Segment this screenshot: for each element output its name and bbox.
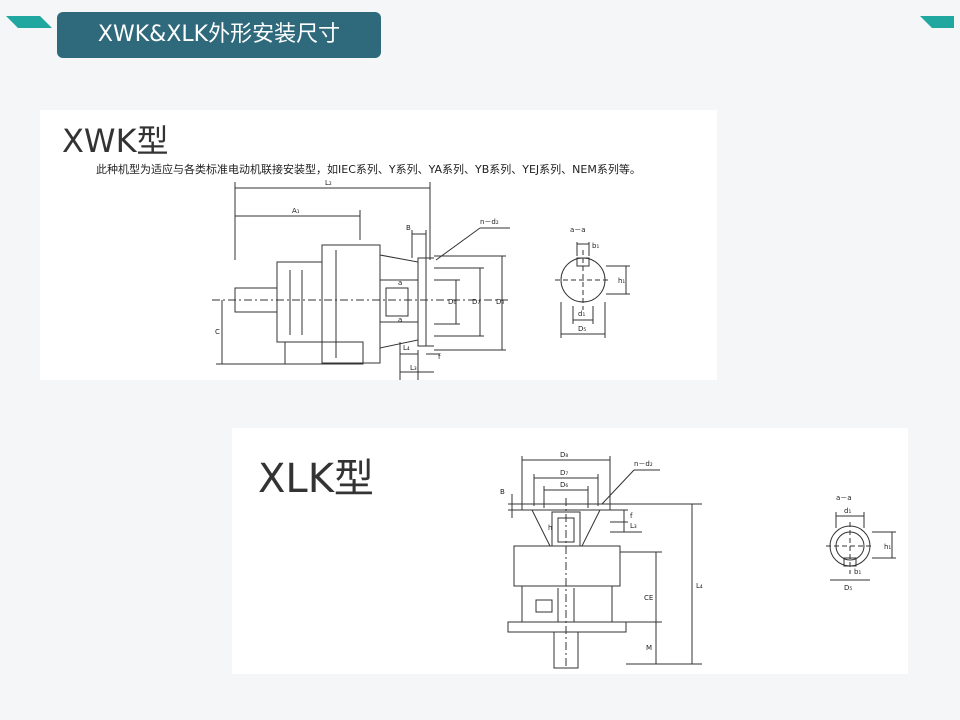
- xlk-label-d1: d₁: [844, 507, 851, 515]
- xwk-label-c: C: [215, 328, 220, 336]
- xlk-label-d7: D₇: [560, 469, 568, 477]
- xlk-label-f: f: [630, 512, 633, 520]
- xlk-label-b: B: [500, 488, 505, 496]
- xlk-label-n-d2: n－d₂: [634, 460, 653, 468]
- xwk-label-b: B: [406, 224, 411, 232]
- corner-accent-left-icon: [6, 16, 52, 28]
- xlk-drawing-panel: XLK型: [232, 428, 908, 674]
- xwk-drawing-panel: XWK型 此种机型为适应与各类标准电动机联接安装型，如IEC系列、Y系列、YA系…: [40, 110, 717, 380]
- xwk-label-f: f: [438, 353, 441, 361]
- xwk-label-d8: D₈: [496, 298, 504, 306]
- xlk-label-l4: L₄: [696, 582, 703, 590]
- xwk-label-l2: L₂: [325, 179, 332, 187]
- xwk-label-h1: h₁: [618, 277, 625, 285]
- xlk-label-b1: b₁: [854, 568, 861, 576]
- xwk-label-d1: d₁: [578, 310, 585, 318]
- xwk-label-l3: L₃: [410, 364, 417, 372]
- xlk-label-ce: CE: [644, 594, 653, 602]
- xwk-technical-drawing: L₂ A₁ B n－d₂ C a a D₆ D₇ D₈ L₄ L₃ f a－a …: [212, 179, 630, 380]
- xlk-label-m: M: [646, 644, 652, 652]
- xwk-label-d5: D₅: [578, 325, 586, 333]
- xwk-label-a-bottom: a: [398, 316, 402, 324]
- xwk-label-n-d2: n－d₂: [480, 218, 499, 226]
- xwk-label-b1: b₁: [592, 242, 599, 250]
- xlk-label-d8: D₈: [560, 451, 568, 459]
- xlk-label-d6: D₆: [560, 481, 568, 489]
- xwk-description: 此种机型为适应与各类标准电动机联接安装型，如IEC系列、Y系列、YA系列、YB系…: [96, 163, 641, 176]
- xlk-label-h1: h₁: [884, 543, 891, 551]
- corner-accent-right-icon: [920, 16, 954, 28]
- xwk-label-l4: L₄: [403, 344, 410, 352]
- xwk-label-a-top: a: [398, 279, 402, 287]
- xwk-label-a1: A₁: [292, 207, 300, 215]
- xlk-label-h: h: [548, 524, 552, 532]
- xwk-label-d7: D₇: [472, 298, 480, 306]
- xlk-label-d5: D₅: [844, 584, 852, 592]
- xwk-label-d6: D₆: [448, 298, 456, 306]
- xlk-label-section: a－a: [836, 494, 852, 502]
- xlk-heading: XLK型: [258, 456, 374, 502]
- xwk-heading: XWK型: [62, 122, 169, 160]
- slide-title: XWK&XLK外形安装尺寸: [57, 12, 381, 58]
- xwk-label-section: a－a: [570, 226, 586, 234]
- xlk-technical-drawing: D₈ D₇ D₆ n－d₂ B f L₃ L₄ CE M h a－a d₁ h₁…: [500, 451, 896, 669]
- xlk-label-l3: L₃: [630, 522, 637, 530]
